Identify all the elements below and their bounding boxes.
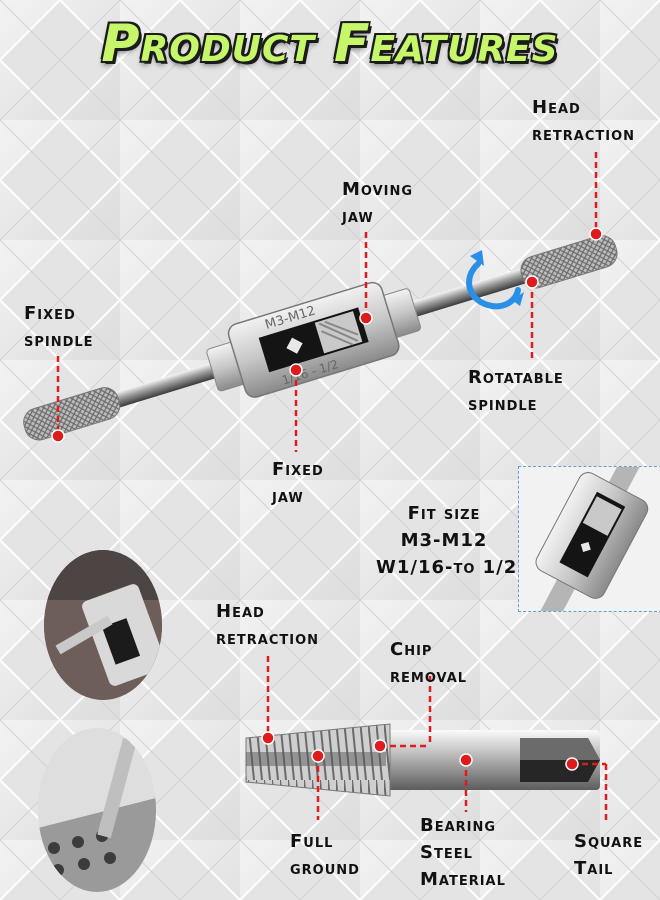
page-title: Product Features (101, 14, 559, 74)
label-bearing-steel: Bearing Steel Material (420, 815, 506, 890)
label-fit-size: Fit size M3-M12 W1/16-to 1/2 (376, 503, 518, 578)
label-fixed-jaw: Fixed jaw (272, 459, 324, 507)
usage-photo-vise (44, 550, 162, 700)
usage-photo-plate (38, 728, 156, 892)
label-moving-jaw: Moving jaw (342, 179, 414, 227)
label-square-tail: Square Tail (574, 831, 644, 879)
label-fixed-spindle: Fixed spindle (24, 303, 94, 351)
left-handle (23, 387, 121, 441)
inset-jaw-closeup (518, 466, 660, 612)
leader-lines-top (56, 152, 598, 452)
label-head-retraction-top: Head retraction (532, 97, 636, 145)
label-chip-removal: Chip removal (390, 639, 468, 687)
circular-arrow-icon (466, 250, 524, 310)
right-handle (520, 235, 618, 289)
label-head-retraction-tap: Head retraction (216, 601, 320, 649)
inset-wrench-image (533, 467, 655, 611)
label-full-ground: Full ground (290, 831, 360, 879)
label-rotatable-spindle: Rotatable spindle (468, 367, 564, 415)
